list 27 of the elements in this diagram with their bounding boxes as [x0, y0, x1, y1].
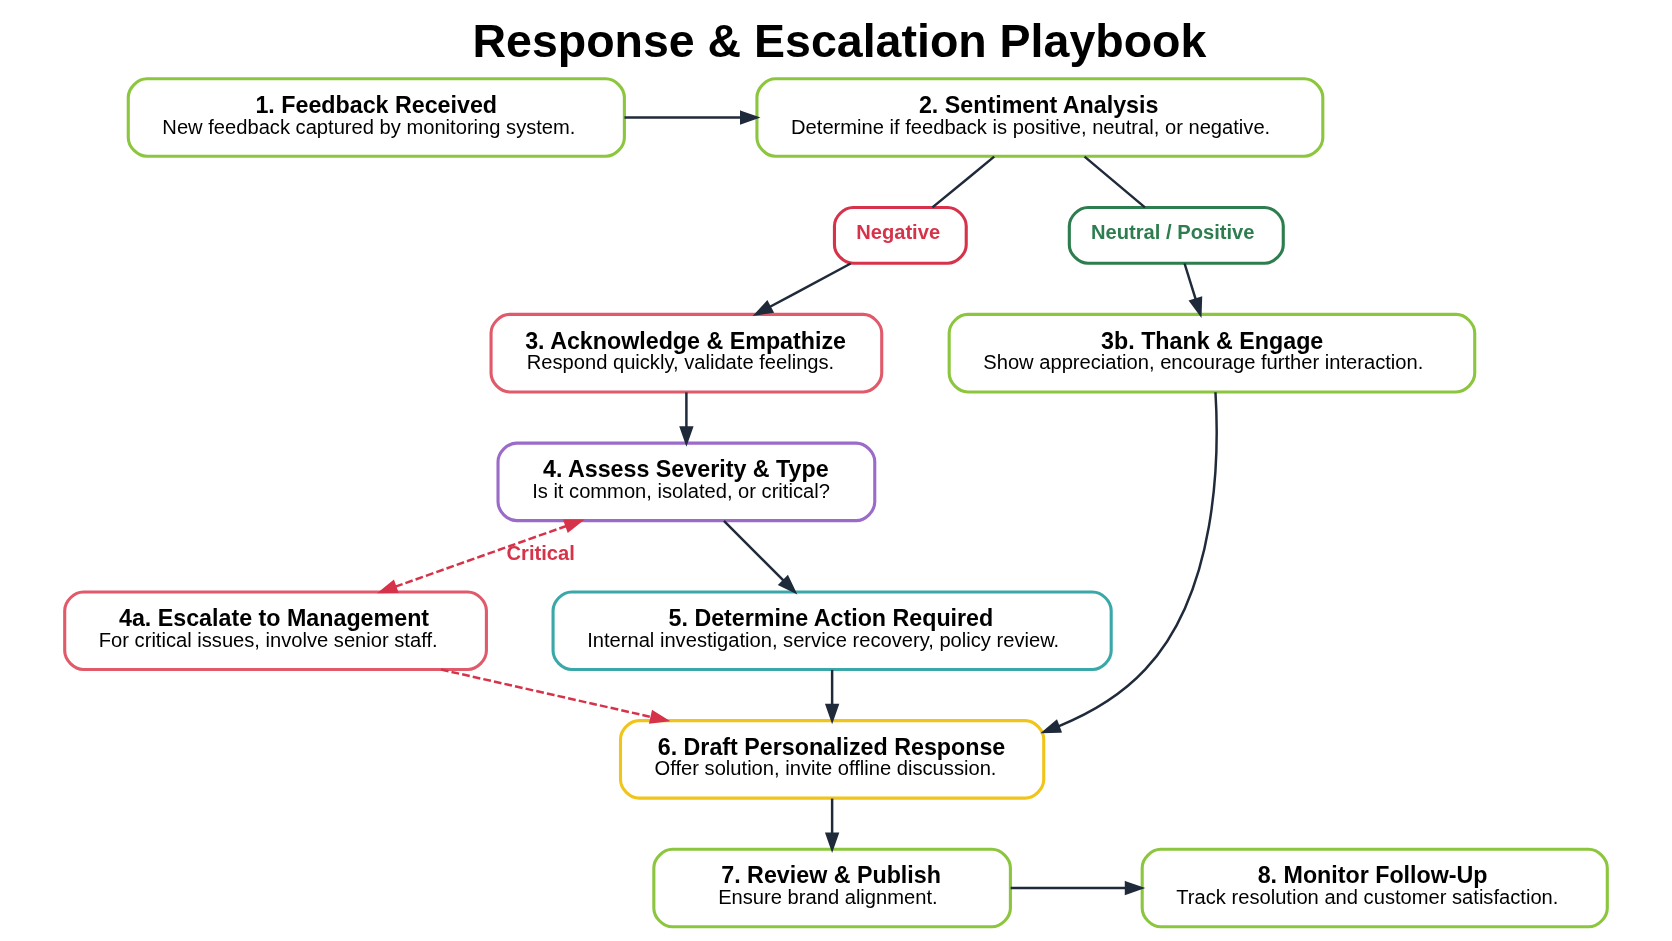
arrow	[824, 669, 840, 724]
connector	[1083, 155, 1146, 208]
node-box: Neutral / Positive	[1067, 205, 1285, 265]
node-box: 3b. Thank & Engage Show appreciation, encourage further interaction.	[947, 312, 1477, 393]
node-box: Negative	[832, 205, 968, 265]
node-box: 5. Determine Action Required Internal investigation, service recovery, policy review.	[551, 589, 1113, 671]
diagram-title: Response & Escalation Playbook	[472, 14, 1207, 67]
node-box: 3. Acknowledge & Empathize Respond quickly, validate feelings.	[489, 312, 884, 393]
arrow	[440, 667, 671, 724]
arrow	[1010, 880, 1146, 895]
arrow	[824, 798, 840, 853]
arrow	[723, 519, 798, 594]
node-box: 1. Feedback Received New feedback captured by monitoring system.	[126, 76, 626, 158]
arrow	[1040, 391, 1218, 733]
arrow	[679, 391, 694, 447]
edge-label: Critical	[506, 541, 575, 564]
arrow	[377, 519, 585, 593]
node-box: 4. Assess Severity & Type Is it common, isolated, or critical?	[496, 441, 877, 522]
node-box: 8. Monitor Follow-Up Track resolution and customer satisfaction.	[1140, 847, 1609, 928]
arrow	[1183, 262, 1203, 318]
node-box: 7. Review & Publish Ensure brand alignment.	[652, 847, 1012, 928]
node-box: 4a. Escalate to Management For critical issues, involve senior staff.	[63, 589, 488, 671]
arrow	[624, 109, 761, 125]
node-box: 6. Draft Personalized Response Offer solution, invite offline discussion.	[618, 718, 1046, 800]
arrow	[752, 261, 852, 316]
connector	[931, 155, 995, 208]
node-box: 2. Sentiment Analysis Determine if feedback is positive, neutral, or negative.	[755, 76, 1325, 158]
